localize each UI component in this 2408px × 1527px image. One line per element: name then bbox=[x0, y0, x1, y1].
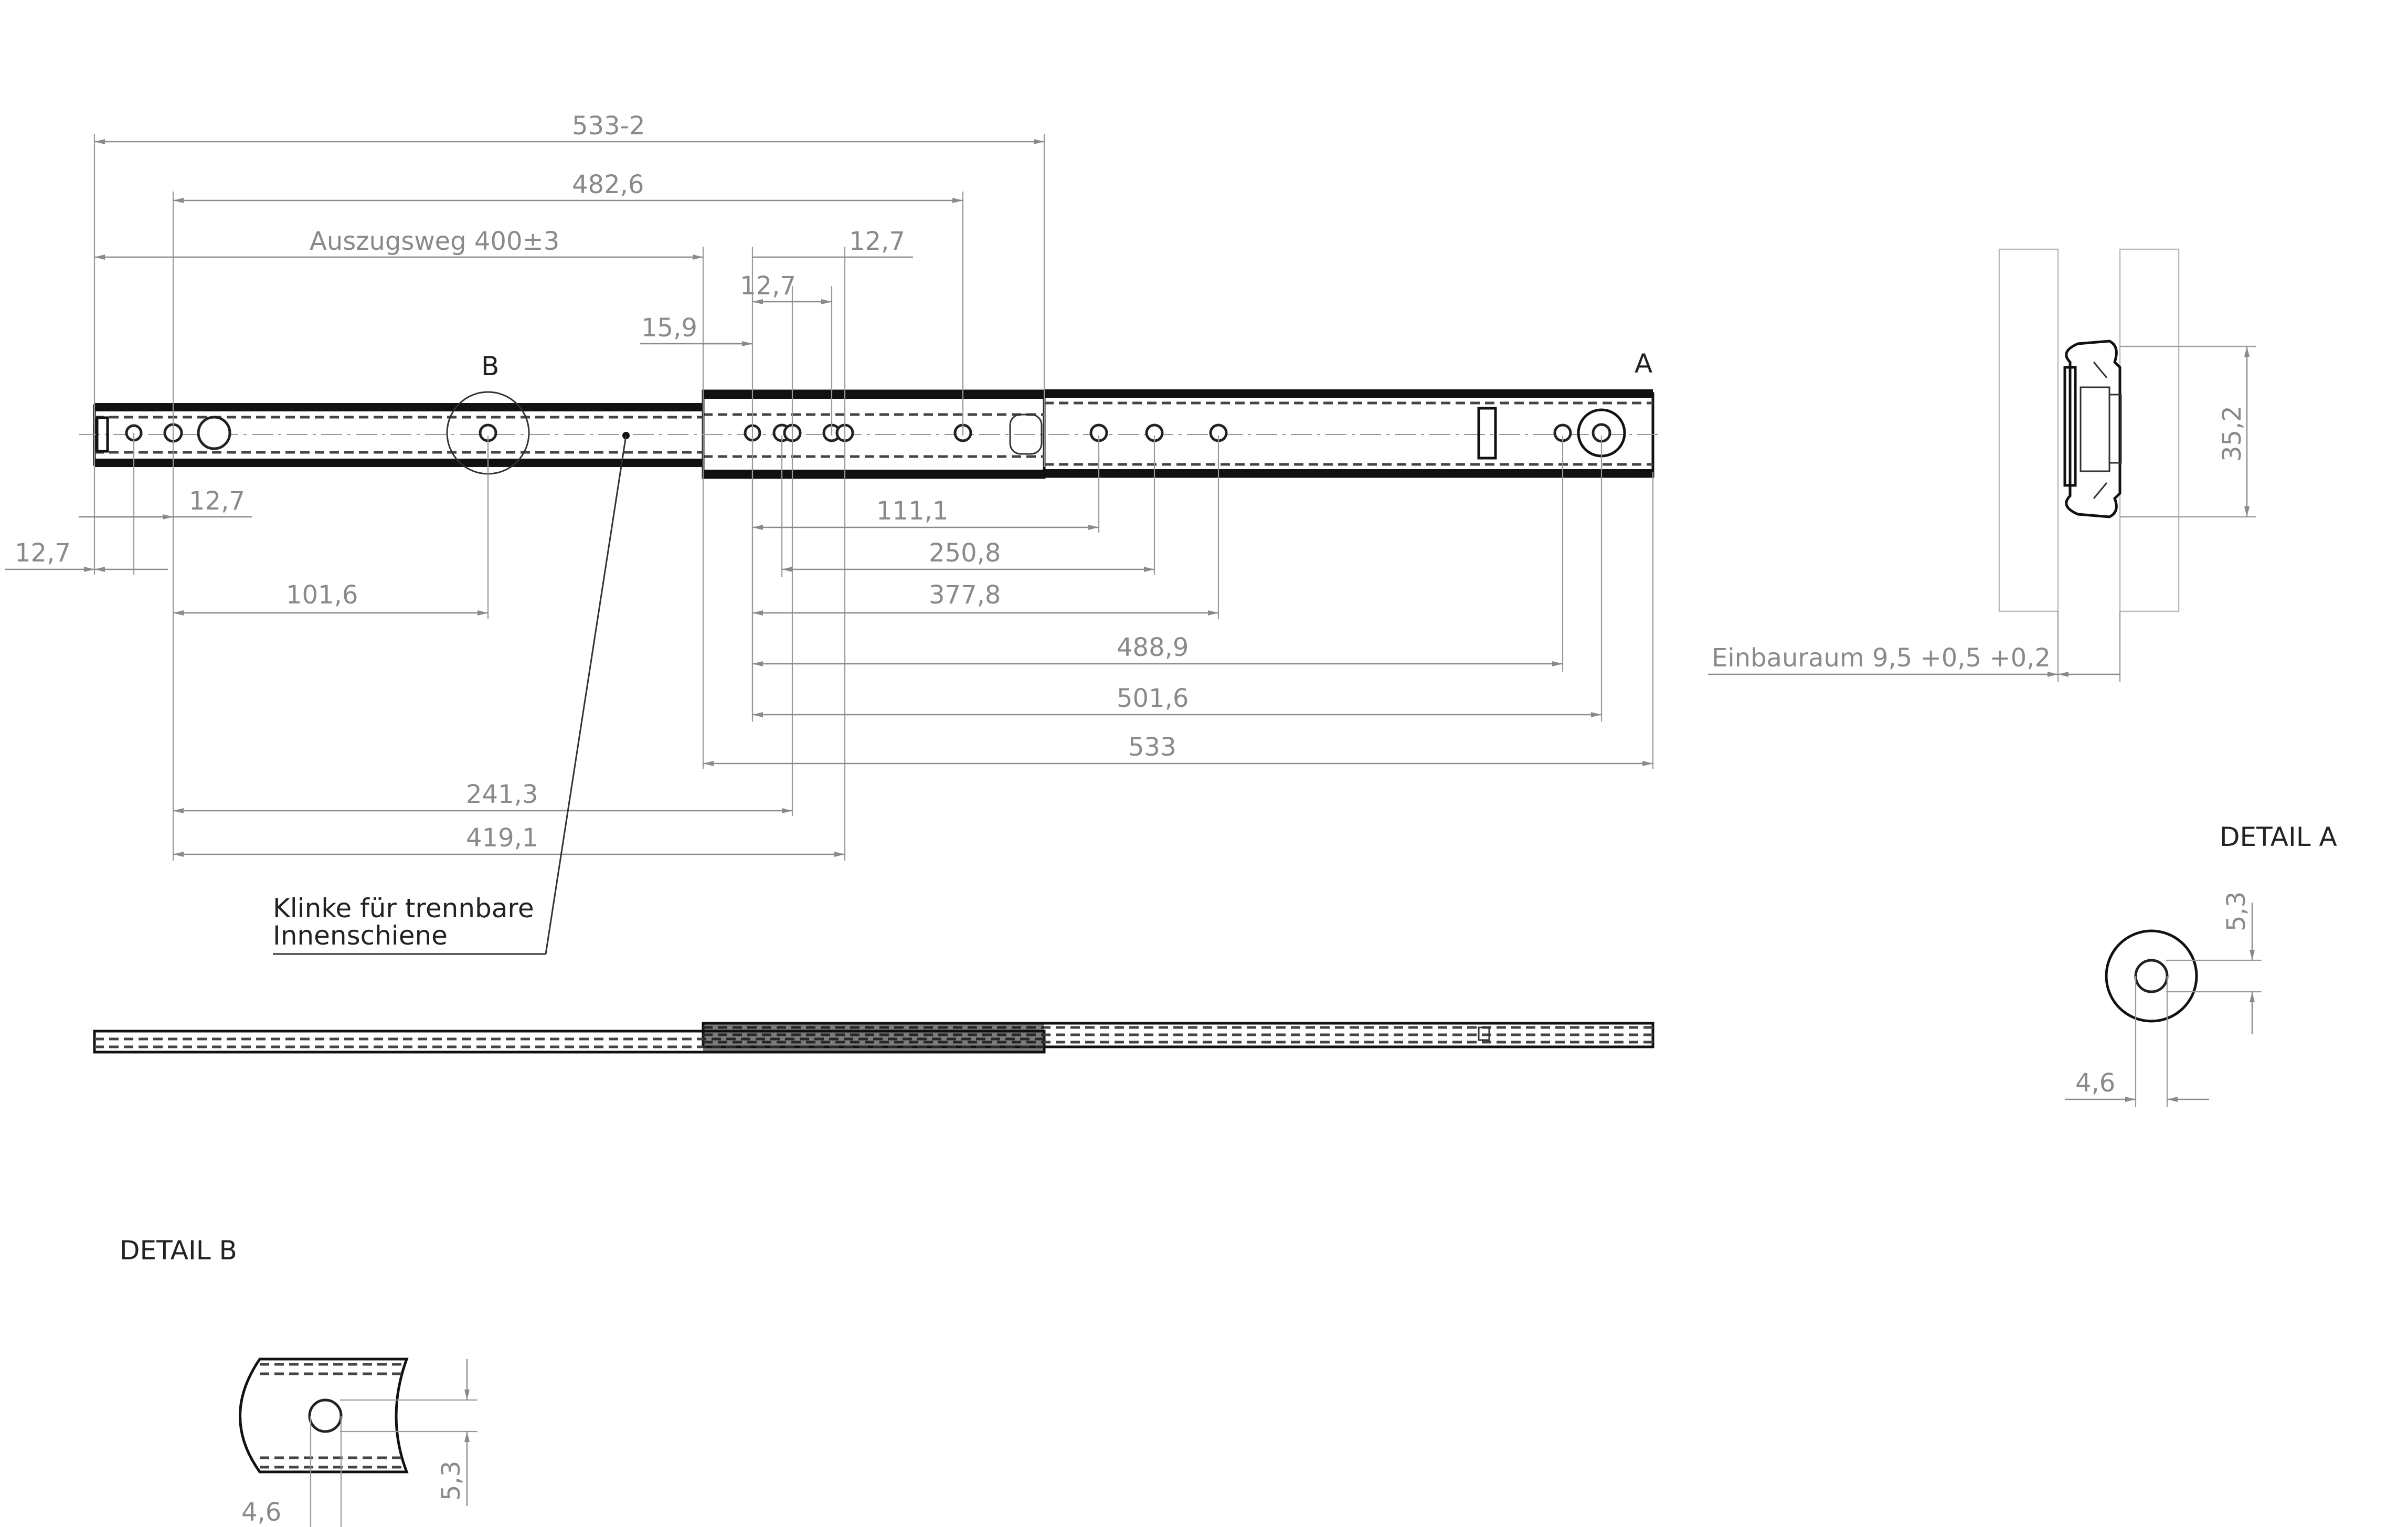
dim-offset-15-9: 15,9 bbox=[641, 313, 697, 343]
dim-111-1: 111,1 bbox=[876, 496, 948, 526]
detail-b-horizontal-dim: 4,6 bbox=[241, 1498, 281, 1527]
latch-label-line1: Klinke für trennbare bbox=[273, 893, 534, 924]
dim-pitch-top-mid: 12,7 bbox=[740, 271, 796, 301]
detail-b-title: DETAIL B bbox=[120, 1235, 237, 1266]
cross-section-view: 35,2 Einbauraum 9,5 +0,5 +0,2 bbox=[1708, 248, 2256, 682]
extension-lines bbox=[93, 134, 1654, 861]
dim-height-35-2: 35,2 bbox=[2218, 406, 2247, 462]
latch-label-line2: Innenschiene bbox=[273, 920, 448, 951]
detail-b-vertical-dim: 5,3 bbox=[437, 1461, 466, 1501]
dim-501-6: 501,6 bbox=[1117, 684, 1189, 713]
slide-top-view bbox=[93, 1022, 1654, 1054]
dim-241-3: 241,3 bbox=[466, 780, 538, 809]
dim-travel: Auszugsweg 400±3 bbox=[310, 227, 559, 256]
dim-377-8: 377,8 bbox=[929, 580, 1001, 610]
detail-a-title: DETAIL A bbox=[2220, 822, 2337, 852]
dim-pitch-top-right: 12,7 bbox=[849, 227, 905, 256]
dim-488-9: 488,9 bbox=[1117, 633, 1189, 662]
detail-a: DETAIL A 5,3 4,6 bbox=[2065, 822, 2337, 1107]
marker-a: A bbox=[1635, 348, 1652, 379]
dim-hole-span: 482,6 bbox=[572, 170, 644, 199]
detail-b: DETAIL B 5,3 4,6 bbox=[120, 1235, 478, 1527]
dimension-lines bbox=[5, 139, 1653, 857]
dim-installation-space: Einbauraum 9,5 +0,5 +0,2 bbox=[1712, 643, 2051, 673]
marker-b: B bbox=[481, 351, 499, 381]
dim-front-offset: 12,7 bbox=[189, 486, 245, 516]
dimension-texts: 533-2 482,6 Auszugsweg 400±3 12,7 12,7 1… bbox=[15, 111, 1189, 853]
dim-533: 533 bbox=[1128, 733, 1176, 762]
dim-250-8: 250,8 bbox=[929, 538, 1001, 568]
latch-callout: Klinke für trennbare Innenschiene bbox=[273, 435, 627, 955]
dim-to-hole-b: 101,6 bbox=[286, 580, 358, 610]
detail-a-horizontal-dim: 4,6 bbox=[2075, 1068, 2115, 1098]
slide-front-view bbox=[79, 389, 1663, 479]
detail-a-vertical-dim: 5,3 bbox=[2222, 892, 2251, 931]
dim-419-1: 419,1 bbox=[466, 823, 538, 853]
dim-overall-length: 533-2 bbox=[572, 111, 645, 141]
dim-front-edge: 12,7 bbox=[15, 538, 71, 568]
